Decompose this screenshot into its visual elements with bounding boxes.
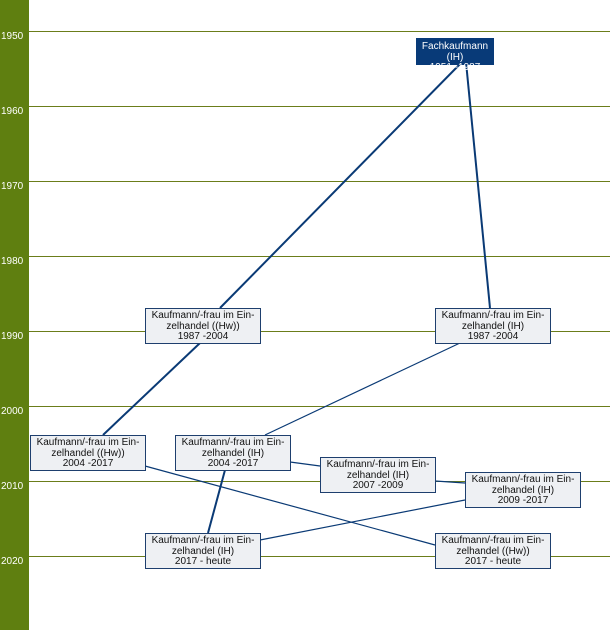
node-fachkaufmann-ih[interactable]: Fachkaufmann (IH)1951 -1987 <box>416 38 494 73</box>
gridline-2010 <box>29 481 610 482</box>
node-einzelhandel-hw-2017[interactable]: Kaufmann/-frau im Ein-zelhandel ((Hw))20… <box>435 533 551 569</box>
node-einzelhandel-hw-1987[interactable]: Kaufmann/-frau im Ein-zelhandel ((Hw))19… <box>145 308 261 344</box>
year-label: 2000 <box>1 406 24 417</box>
year-label: 1950 <box>1 31 24 42</box>
node-title: zelhandel (IH) <box>201 447 265 459</box>
node-period: 2017 - heute <box>174 556 232 567</box>
node-einzelhandel-ih-2009[interactable]: Kaufmann/-frau im Ein-zelhandel (IH)2009… <box>465 472 581 508</box>
node-title: Kaufmann/-frau im Ein- <box>441 535 545 546</box>
gridline-1990 <box>29 331 610 332</box>
gridline-1950 <box>29 31 610 32</box>
year-label: 1990 <box>1 331 24 342</box>
node-einzelhandel-hw-2004[interactable]: Kaufmann/-frau im Ein-zelhandel ((Hw))20… <box>30 435 146 471</box>
edge <box>259 499 466 541</box>
node-period: 1951 -1987 <box>429 62 481 73</box>
node-title: Fachkaufmann (IH) <box>421 41 489 63</box>
node-title: zelhandel ((Hw)) <box>51 447 125 459</box>
node-period: 2004 -2017 <box>62 458 114 469</box>
node-einzelhandel-ih-2017[interactable]: Kaufmann/-frau im Ein-zelhandel (IH)2017… <box>145 533 261 569</box>
node-einzelhandel-ih-1987[interactable]: Kaufmann/-frau im Ein-zelhandel (IH)1987… <box>435 308 551 344</box>
year-label: 1960 <box>1 106 24 117</box>
edge <box>219 61 463 309</box>
node-period: 2017 - heute <box>464 556 522 567</box>
year-label: 2020 <box>1 556 24 567</box>
node-title: zelhandel (IH) <box>491 484 555 496</box>
gridline-1980 <box>29 256 610 257</box>
node-title: zelhandel (IH) <box>171 545 235 557</box>
year-label: 2010 <box>1 481 24 492</box>
gridline-1970 <box>29 181 610 182</box>
node-title: Kaufmann/-frau im Ein- <box>151 535 255 546</box>
node-title: Kaufmann/-frau im Ein- <box>471 474 575 485</box>
year-axis <box>0 0 29 630</box>
node-einzelhandel-ih-2004[interactable]: Kaufmann/-frau im Ein-zelhandel (IH)2004… <box>175 435 291 471</box>
node-title: zelhandel ((Hw)) <box>456 545 530 557</box>
node-period: 2004 -2017 <box>207 458 259 469</box>
edge <box>264 342 461 436</box>
gridline-2020 <box>29 556 610 557</box>
node-period: 1987 -2004 <box>467 331 519 342</box>
edge <box>144 465 436 546</box>
edge <box>465 61 491 309</box>
edge <box>289 461 321 467</box>
node-period: 1987 -2004 <box>177 331 229 342</box>
gridline-1960 <box>29 106 610 107</box>
node-title: Kaufmann/-frau im Ein- <box>441 310 545 321</box>
year-label: 1980 <box>1 256 24 267</box>
node-title: Kaufmann/-frau im Ein- <box>36 437 140 448</box>
edge <box>207 469 226 534</box>
node-title: zelhandel ((Hw)) <box>166 320 240 332</box>
edge <box>434 480 466 484</box>
node-title: Kaufmann/-frau im Ein- <box>181 437 285 448</box>
node-title: Kaufmann/-frau im Ein- <box>326 459 430 470</box>
edge <box>102 342 201 436</box>
gridline-2000 <box>29 406 610 407</box>
node-period: 2009 -2017 <box>497 495 549 506</box>
node-title: zelhandel (IH) <box>461 320 525 332</box>
node-period: 2007 -2009 <box>352 480 404 491</box>
node-title: Kaufmann/-frau im Ein- <box>151 310 255 321</box>
node-einzelhandel-ih-2007[interactable]: Kaufmann/-frau im Ein-zelhandel (IH)2007… <box>320 457 436 493</box>
year-label: 1970 <box>1 181 24 192</box>
node-title: zelhandel (IH) <box>346 469 410 481</box>
